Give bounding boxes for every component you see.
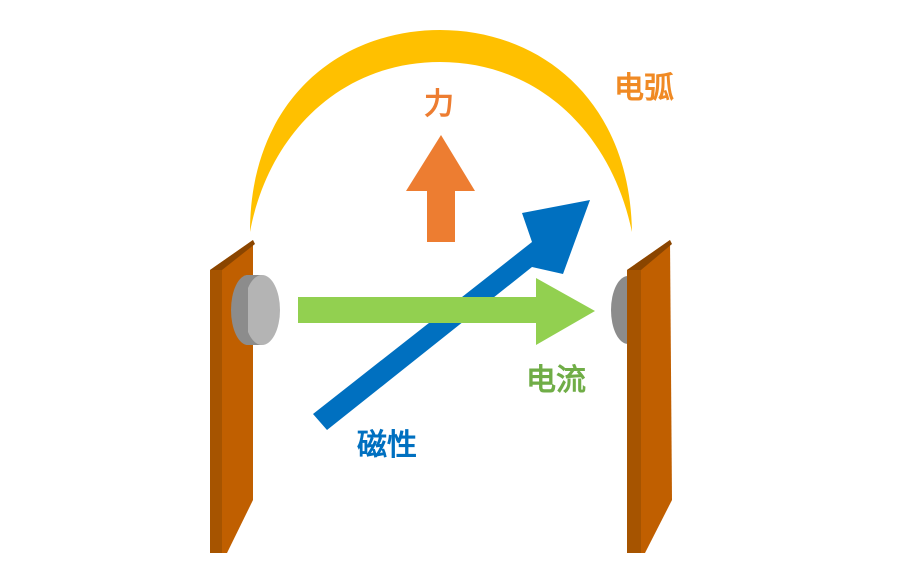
current-label: 电流 <box>526 363 586 398</box>
force-label: 力 <box>424 87 454 122</box>
right-electrode-plate <box>627 240 672 553</box>
force-arrow <box>406 135 475 242</box>
arc-label: 电弧 <box>614 71 674 106</box>
left-electrode-tip <box>231 275 280 345</box>
magnetism-label: 磁性 <box>357 428 417 463</box>
electric-arc-shape <box>250 30 632 232</box>
current-arrow <box>298 278 595 345</box>
